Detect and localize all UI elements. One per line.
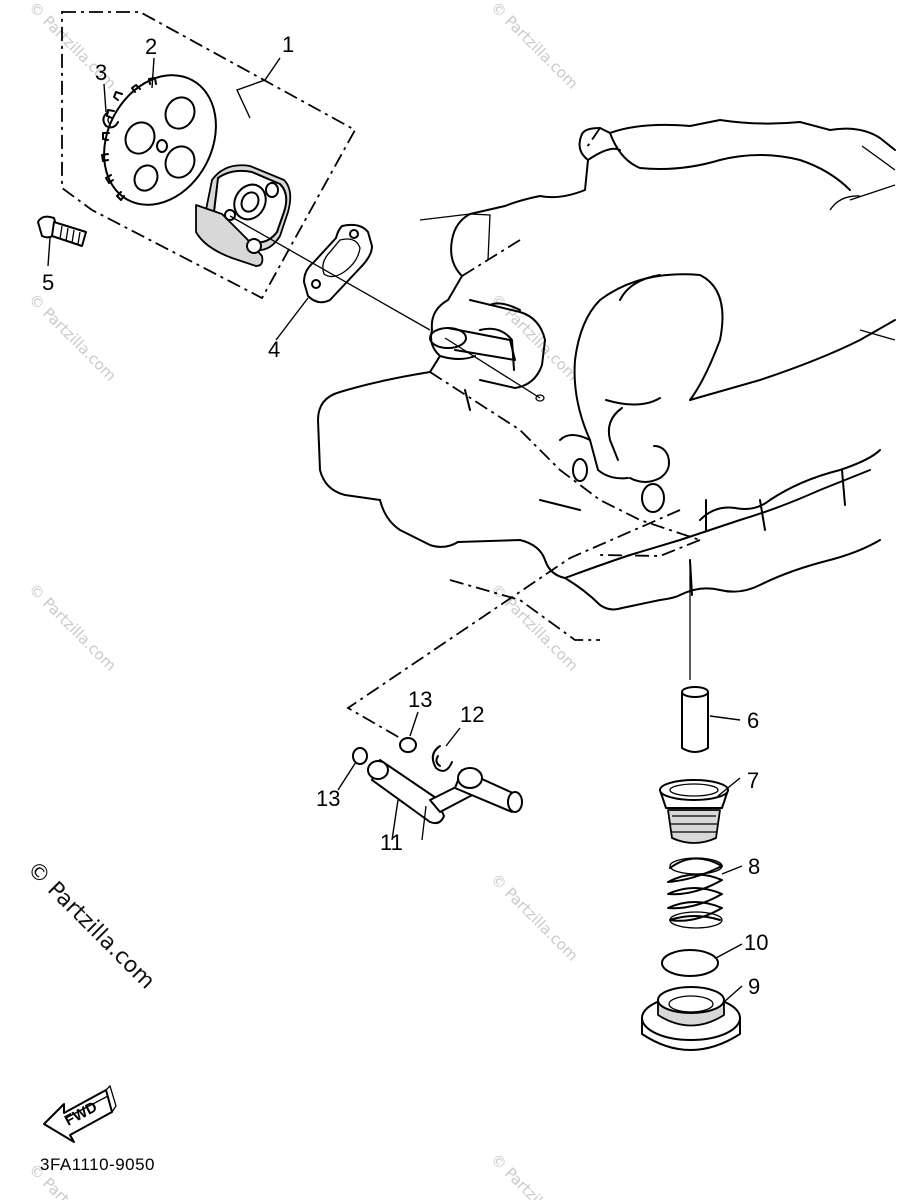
gasket xyxy=(303,223,373,304)
fwd-arrow-icon: FWD xyxy=(43,1084,117,1143)
crankcase-hidden-line xyxy=(429,127,701,641)
callout-4: 4 xyxy=(268,337,280,362)
watermark: © Partzilla.com xyxy=(487,580,582,675)
callout-1: 1 xyxy=(282,32,294,57)
watermark: © Partzilla.com xyxy=(25,290,120,385)
assembly-1-boundary xyxy=(61,11,357,300)
callout-9: 9 xyxy=(748,974,760,999)
clip xyxy=(431,745,453,772)
callout-5: 5 xyxy=(42,270,54,295)
pipe xyxy=(681,686,709,753)
leader-lines xyxy=(47,57,743,1003)
pump-gear xyxy=(101,74,217,206)
watermark: © Partzilla.com xyxy=(487,870,582,965)
callout-6: 6 xyxy=(747,708,759,733)
callout-13-lower: 13 xyxy=(316,786,340,811)
assembly-2-boundary xyxy=(346,509,681,739)
callout-12: 12 xyxy=(460,702,484,727)
watermark: © Partzilla.com xyxy=(25,580,120,675)
partzilla-watermark: © Partzilla.com xyxy=(22,857,160,995)
bolt xyxy=(37,215,87,247)
oil-pump-body xyxy=(195,164,292,267)
strainer xyxy=(659,779,729,844)
oil-delivery-pipe xyxy=(367,759,523,841)
drain-plug xyxy=(641,986,741,1051)
watermark: © Partzilla.com xyxy=(487,0,582,93)
callout-13-upper: 13 xyxy=(408,687,432,712)
assembly-axis-line xyxy=(229,215,541,399)
callout-10: 10 xyxy=(744,930,768,955)
callout-11: 11 xyxy=(380,830,403,855)
callout-2: 2 xyxy=(145,34,157,59)
callout-7: 7 xyxy=(747,768,759,793)
callout-labels: 1 2 3 4 5 6 7 8 9 10 11 12 13 13 xyxy=(42,32,768,999)
o-ring-upper xyxy=(399,737,417,753)
crankcase-outline xyxy=(317,119,896,611)
callout-3: 3 xyxy=(95,60,107,85)
spring xyxy=(667,857,723,929)
circlip xyxy=(102,111,119,129)
watermark: © Partzilla.com xyxy=(487,1150,582,1200)
drawing-code: 3FA1110-9050 xyxy=(40,1155,155,1174)
callout-8: 8 xyxy=(748,854,760,879)
o-ring-lower xyxy=(352,747,368,765)
o-ring-plug xyxy=(661,949,719,977)
